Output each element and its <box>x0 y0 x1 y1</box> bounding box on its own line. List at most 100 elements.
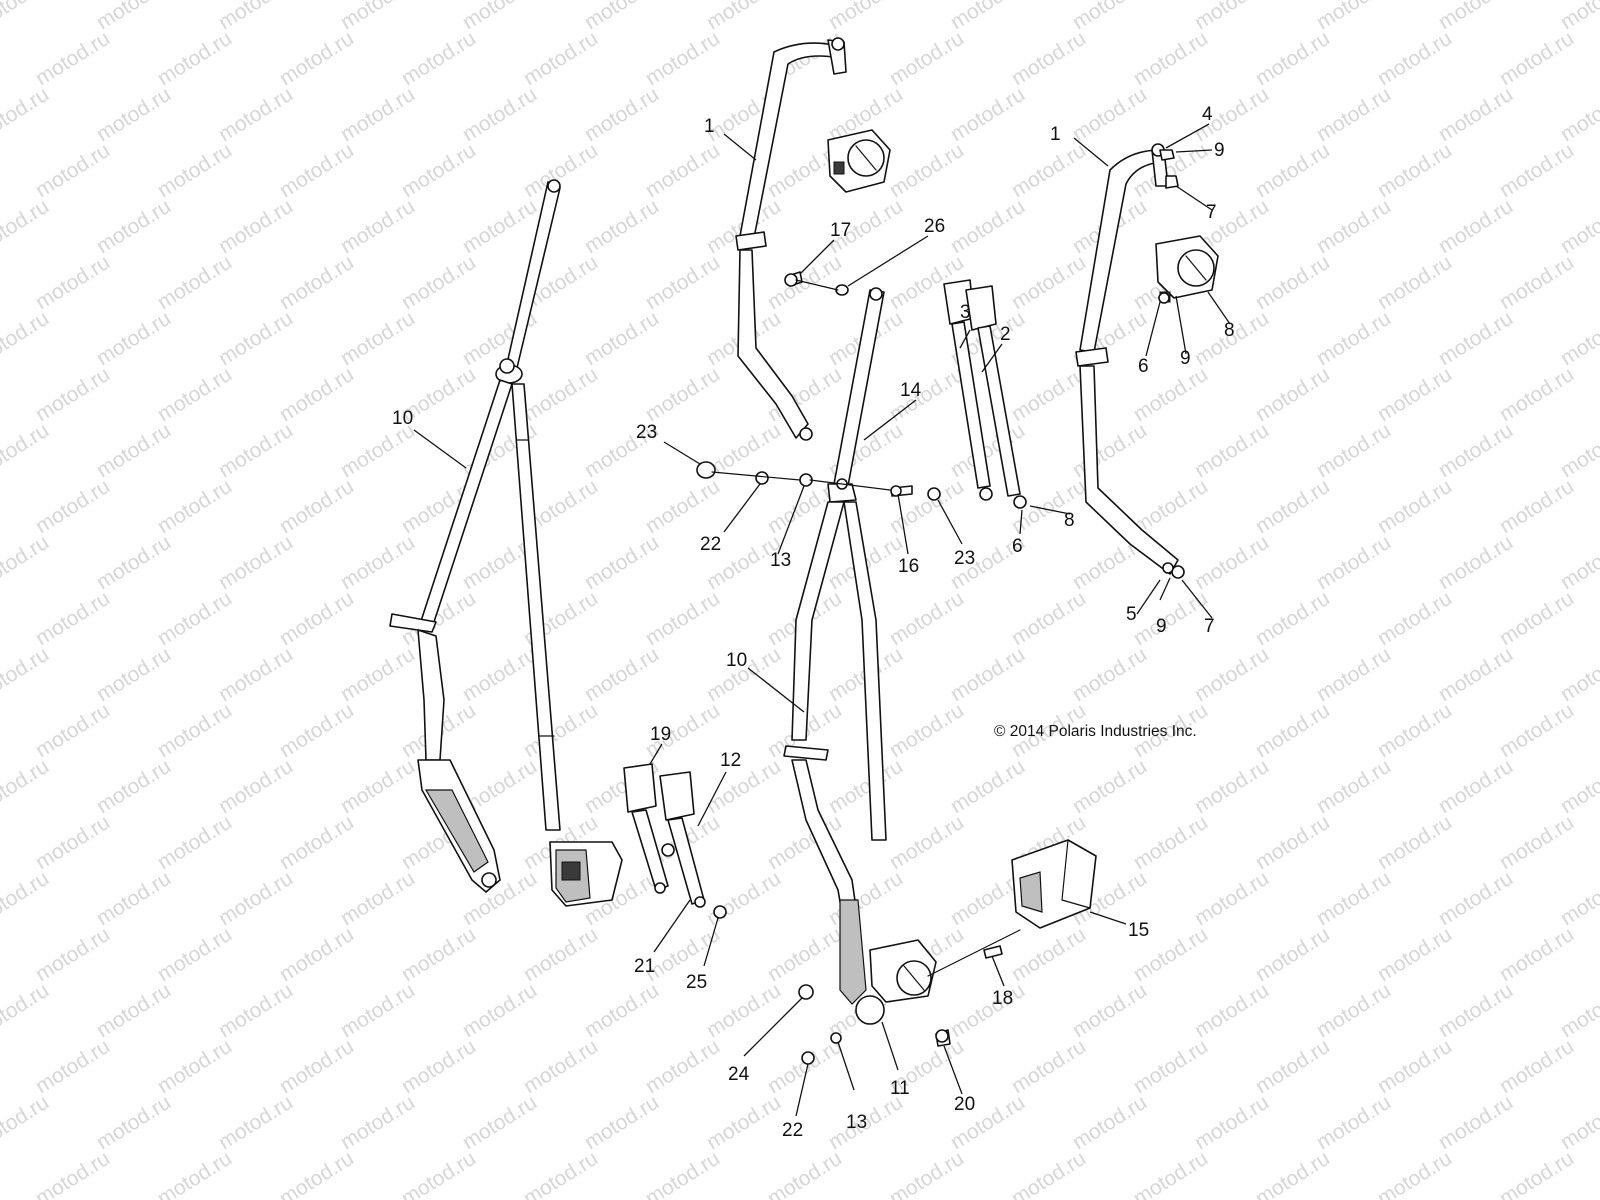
watermark-text: motod.ru <box>1251 27 1333 90</box>
watermark-text: motod.ru <box>275 363 357 426</box>
watermark-text: motod.ru <box>1190 643 1272 706</box>
watermark-text: motod.ru <box>580 1091 662 1154</box>
watermark-text: motod.ru <box>1434 1091 1516 1154</box>
watermark-text: motod.ru <box>1068 755 1150 818</box>
callout-23: 23 <box>954 548 975 569</box>
watermark-text: motod.ru <box>885 139 967 202</box>
watermark-text: motod.ru <box>1495 811 1577 874</box>
watermark-text: motod.ru <box>214 0 296 34</box>
callout-3: 3 <box>960 302 971 323</box>
watermark-text: motod.ru <box>153 811 235 874</box>
watermark-text: motod.ru <box>1495 363 1577 426</box>
leader-lines <box>413 123 1231 1117</box>
callout-13: 13 <box>846 1112 867 1133</box>
watermark-text: motod.ru <box>1129 1147 1211 1200</box>
watermark-text: motod.ru <box>580 195 662 258</box>
watermark-text: motod.ru <box>1068 643 1150 706</box>
watermark-text: motod.ru <box>1373 587 1455 650</box>
watermark-text: motod.ru <box>1251 923 1333 986</box>
watermark-text: motod.ru <box>1190 1091 1272 1154</box>
watermark-text: motod.ru <box>641 587 723 650</box>
watermark-text: motod.ru <box>1312 979 1394 1042</box>
watermark-text: motod.ru <box>1495 923 1577 986</box>
watermark-text: motod.ru <box>336 83 418 146</box>
watermark-text: motod.ru <box>1556 531 1600 594</box>
watermark-text: motod.ru <box>1556 1091 1600 1154</box>
watermark-text: motod.ru <box>580 307 662 370</box>
watermark-text: motod.ru <box>885 363 967 426</box>
watermark-text: motod.ru <box>946 643 1028 706</box>
watermark-text: motod.ru <box>885 1147 967 1200</box>
callout-5: 5 <box>1126 604 1137 625</box>
watermark-text: motod.ru <box>1495 699 1577 762</box>
watermark-text: motod.ru <box>1068 0 1150 34</box>
watermark-text: motod.ru <box>580 979 662 1042</box>
hardware-items <box>696 149 1179 1065</box>
watermark-text: motod.ru <box>1007 1147 1089 1200</box>
watermark-text: motod.ru <box>641 1147 723 1200</box>
watermark-text: motod.ru <box>92 195 174 258</box>
callout-20: 20 <box>954 1094 975 1115</box>
watermark-text: motod.ru <box>1373 475 1455 538</box>
watermark-text: motod.ru <box>214 867 296 930</box>
watermark-text: motod.ru <box>336 195 418 258</box>
watermark-text: motod.ru <box>1495 27 1577 90</box>
watermark-text: motod.ru <box>1434 867 1516 930</box>
watermark-text: motod.ru <box>336 643 418 706</box>
watermark-text: motod.ru <box>1068 419 1150 482</box>
callout-18: 18 <box>992 988 1013 1009</box>
watermark-text: motod.ru <box>458 1091 540 1154</box>
seat-belt-assembly-center-upper <box>735 37 891 441</box>
watermark-text: motod.ru <box>31 139 113 202</box>
watermark-text: motod.ru <box>336 531 418 594</box>
watermark-text: motod.ru <box>885 587 967 650</box>
watermark-text: motod.ru <box>1007 1035 1089 1098</box>
watermark-text: motod.ru <box>1251 811 1333 874</box>
watermark-text: motod.ru <box>0 83 53 146</box>
watermark-text: motod.ru <box>1190 755 1272 818</box>
watermark-text: motod.ru <box>153 1147 235 1200</box>
watermark-text: motod.ru <box>275 1147 357 1200</box>
watermark-text: motod.ru <box>1495 1035 1577 1098</box>
watermark-text: motod.ru <box>31 923 113 986</box>
watermark-text: motod.ru <box>763 923 845 986</box>
watermark-text: motod.ru <box>1495 475 1577 538</box>
watermark-text: motod.ru <box>1251 139 1333 202</box>
watermark-text: motod.ru <box>0 643 53 706</box>
watermark-text: motod.ru <box>1373 251 1455 314</box>
watermark-text: motod.ru <box>31 587 113 650</box>
watermark-text: motod.ru <box>946 979 1028 1042</box>
watermark-text: motod.ru <box>397 923 479 986</box>
watermark-text: motod.ru <box>1251 1147 1333 1200</box>
watermark-text: motod.ru <box>1556 195 1600 258</box>
watermark-text: motod.ru <box>519 699 601 762</box>
watermark-text: motod.ru <box>275 139 357 202</box>
watermark-text: motod.ru <box>92 531 174 594</box>
watermark-text: motod.ru <box>92 643 174 706</box>
watermark-text: motod.ru <box>336 0 418 34</box>
watermark-text: motod.ru <box>1373 1035 1455 1098</box>
watermark-text: motod.ru <box>31 699 113 762</box>
watermark-text: motod.ru <box>519 923 601 986</box>
callout-9: 9 <box>1156 616 1167 637</box>
watermark-text: motod.ru <box>1373 139 1455 202</box>
watermark-text: motod.ru <box>275 1035 357 1098</box>
callout-14: 14 <box>900 380 922 401</box>
watermark-text: motod.ru <box>1373 27 1455 90</box>
watermark-text: motod.ru <box>153 139 235 202</box>
callout-22: 22 <box>700 534 721 555</box>
watermark-text: motod.ru <box>214 307 296 370</box>
callout-9: 9 <box>1180 348 1191 369</box>
watermark-text: motod.ru <box>336 1091 418 1154</box>
watermark-text: motod.ru <box>0 755 53 818</box>
watermark-text: motod.ru <box>31 1035 113 1098</box>
callout-25: 25 <box>686 972 707 993</box>
watermark-text: motod.ru <box>1007 587 1089 650</box>
watermark-text: motod.ru <box>1434 307 1516 370</box>
watermark-text: motod.ru <box>641 27 723 90</box>
watermark-text: motod.ru <box>1312 531 1394 594</box>
watermark-text: motod.ru <box>458 0 540 34</box>
watermark-text: motod.ru <box>397 139 479 202</box>
